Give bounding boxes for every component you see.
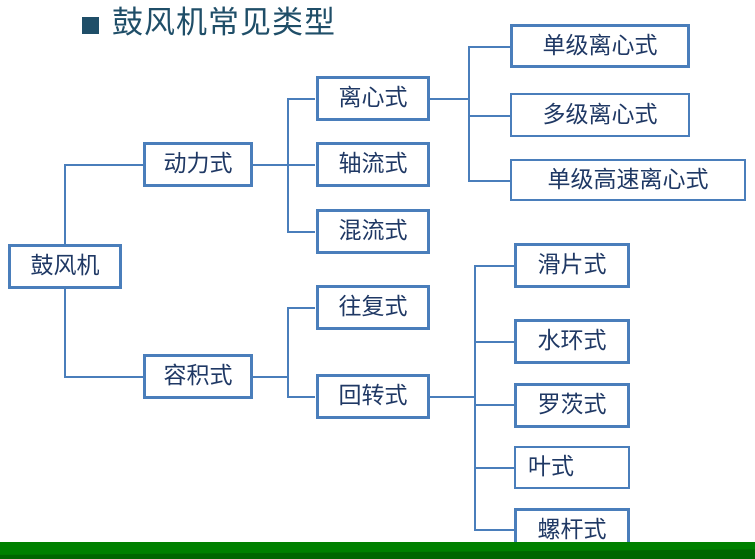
node-zhouliu-shi[interactable]: 轴流式 xyxy=(316,142,430,187)
node-label: 滑片式 xyxy=(537,252,607,278)
node-label: 水环式 xyxy=(537,328,607,354)
node-danji-lixin-shi[interactable]: 单级离心式 xyxy=(510,24,690,68)
connector-to-luoci xyxy=(474,404,514,406)
connector-rongji-trunk xyxy=(287,307,289,397)
node-lixin-shi[interactable]: 离心式 xyxy=(316,76,430,121)
node-label: 混流式 xyxy=(338,218,408,244)
connector-to-danji xyxy=(468,46,512,48)
connector-to-danji-gaosu xyxy=(468,180,512,182)
connector-to-shuihuan xyxy=(474,341,514,343)
footer-accent-bar xyxy=(0,542,755,559)
node-label: 多级离心式 xyxy=(542,101,658,128)
node-label: 鼓风机 xyxy=(30,253,100,279)
connector-to-huapian xyxy=(474,265,514,267)
node-label: 罗茨式 xyxy=(537,392,607,418)
node-label: 单级高速离心式 xyxy=(547,166,709,193)
node-label: 轴流式 xyxy=(338,151,408,177)
connector-huizhuan-out xyxy=(430,396,476,398)
node-shuihuan-shi[interactable]: 水环式 xyxy=(514,319,630,364)
node-label: 往复式 xyxy=(338,294,408,320)
node-wangfu-shi[interactable]: 往复式 xyxy=(316,285,430,330)
node-label: 回转式 xyxy=(338,383,408,409)
connector-huizhuan-trunk xyxy=(474,265,476,530)
node-hunliu-shi[interactable]: 混流式 xyxy=(316,209,430,254)
node-huizhuan-shi[interactable]: 回转式 xyxy=(316,374,430,419)
connector-rongji-out xyxy=(252,376,288,378)
connector-to-duoji xyxy=(468,115,512,117)
node-label: 螺杆式 xyxy=(537,517,607,543)
node-label: 单级离心式 xyxy=(542,32,658,59)
node-label: 容积式 xyxy=(163,363,233,389)
node-dongli-shi[interactable]: 动力式 xyxy=(143,142,253,187)
connector-to-wangfu xyxy=(287,307,315,309)
connector-to-yeshi xyxy=(474,467,514,469)
node-rongji-shi[interactable]: 容积式 xyxy=(143,354,253,399)
connector-root-to-rongji xyxy=(64,376,144,378)
node-luoci-shi[interactable]: 罗茨式 xyxy=(514,383,630,428)
connector-root-to-dongli xyxy=(64,164,144,166)
connector-lixin-trunk xyxy=(468,46,470,181)
node-root[interactable]: 鼓风机 xyxy=(8,244,122,289)
node-duoji-lixin-shi[interactable]: 多级离心式 xyxy=(510,93,690,137)
node-label: 叶式 xyxy=(528,454,574,480)
connector-lixin-out xyxy=(430,98,470,100)
node-label: 动力式 xyxy=(163,151,233,177)
page-title: 鼓风机常见类型 xyxy=(82,5,336,42)
node-danji-gaosu-lixin-shi[interactable]: 单级高速离心式 xyxy=(510,159,746,201)
node-ye-shi[interactable]: 叶式 xyxy=(514,446,630,489)
node-label: 离心式 xyxy=(338,85,408,111)
filled-square-bullet-icon xyxy=(82,17,99,35)
node-huapian-shi[interactable]: 滑片式 xyxy=(514,243,630,288)
connector-to-zhouliu xyxy=(287,164,315,166)
connector-to-huizhuan xyxy=(287,396,315,398)
connector-to-hunliu xyxy=(287,231,315,233)
connector-to-luogan xyxy=(474,529,514,531)
connector-dongli-out xyxy=(252,164,288,166)
connector-to-lixin xyxy=(287,98,315,100)
page-title-text: 鼓风机常见类型 xyxy=(112,5,336,41)
